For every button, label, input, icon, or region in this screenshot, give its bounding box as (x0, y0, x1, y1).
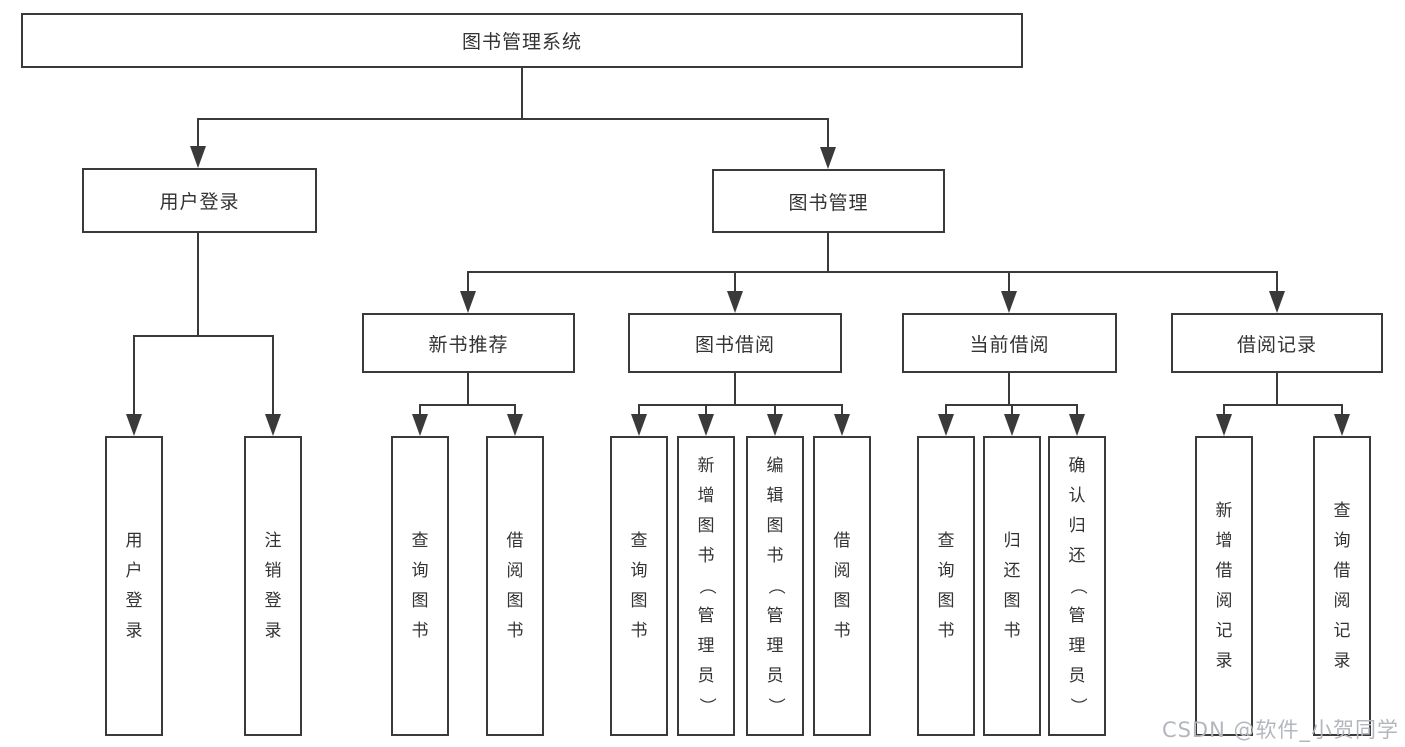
leaf-add-borrow-record: 新增借阅记录 (1195, 436, 1253, 736)
arrow-down-icon (727, 291, 743, 313)
connector-line (419, 404, 516, 406)
node-label: 图书管理 (788, 191, 869, 214)
node-label: 借阅图书 (833, 531, 851, 641)
connector-line (827, 233, 829, 271)
arrow-down-icon (631, 414, 647, 436)
node-new-book-recommend: 新书推荐 (362, 313, 575, 373)
node-label: 借阅记录 (1236, 333, 1317, 356)
connector-line (197, 118, 829, 120)
node-root-system: 图书管理系统 (21, 13, 1023, 68)
node-label: 查询图书 (937, 531, 955, 641)
arrow-down-icon (460, 291, 476, 313)
connector-line (827, 118, 829, 147)
arrow-down-icon (698, 414, 714, 436)
connector-line (1341, 404, 1343, 414)
connector-line (705, 404, 707, 414)
connector-line (774, 404, 776, 414)
arrow-down-icon (938, 414, 954, 436)
arrow-down-icon (834, 414, 850, 436)
leaf-borrow-books: 借阅图书 (486, 436, 544, 736)
connector-line (197, 118, 199, 146)
leaf-borrow-books: 借阅图书 (813, 436, 871, 736)
leaf-query-books: 查询图书 (391, 436, 449, 736)
csdn-watermark: CSDN @软件_小贺同学 (1161, 718, 1399, 742)
arrow-down-icon (412, 414, 428, 436)
node-label: 注销登录 (264, 531, 282, 641)
node-label: 用户登录 (159, 191, 240, 213)
connector-line (467, 373, 469, 404)
arrow-down-icon (820, 147, 836, 169)
node-label: 图书借阅 (694, 333, 775, 356)
connector-line (133, 335, 135, 414)
arrow-down-icon (767, 414, 783, 436)
leaf-confirm-return-admin: 确认归还（管理员） (1048, 436, 1106, 736)
connector-line (1276, 373, 1278, 404)
node-label: 新增图书（管理员） (696, 456, 716, 715)
node-label: 新书推荐 (428, 333, 509, 356)
leaf-return-books: 归还图书 (983, 436, 1041, 736)
leaf-query-borrow-record: 查询借阅记录 (1313, 436, 1371, 736)
connector-line (1008, 373, 1010, 404)
arrow-down-icon (1216, 414, 1232, 436)
node-label: 查询借阅记录 (1333, 501, 1351, 671)
connector-line (133, 335, 274, 337)
leaf-query-books: 查询图书 (610, 436, 668, 736)
connector-line (419, 404, 421, 414)
arrow-down-icon (1269, 291, 1285, 313)
connector-line (1011, 404, 1013, 414)
connector-line (1076, 404, 1078, 414)
node-label: 查询图书 (411, 531, 429, 641)
connector-line (1008, 271, 1010, 291)
node-label: 编辑图书（管理员） (765, 456, 785, 715)
connector-line (1276, 271, 1278, 291)
arrow-down-icon (1004, 414, 1020, 436)
arrow-down-icon (1069, 414, 1085, 436)
connector-line (734, 271, 736, 291)
leaf-query-books: 查询图书 (917, 436, 975, 736)
node-label: 当前借阅 (969, 333, 1050, 356)
arrow-down-icon (1334, 414, 1350, 436)
leaf-edit-books-admin: 编辑图书（管理员） (746, 436, 804, 736)
arrow-down-icon (507, 414, 523, 436)
connector-line (638, 404, 640, 414)
node-label: 确认归还（管理员） (1067, 456, 1087, 715)
node-borrow-records: 借阅记录 (1171, 313, 1383, 373)
connector-line (841, 404, 843, 414)
connector-line (197, 233, 199, 335)
connector-line (945, 404, 947, 414)
connector-line (521, 68, 523, 118)
connector-line (638, 404, 843, 406)
connector-line (272, 335, 274, 414)
arrow-down-icon (1001, 291, 1017, 313)
leaf-logout: 注销登录 (244, 436, 302, 736)
leaf-add-books-admin: 新增图书（管理员） (677, 436, 735, 736)
connector-line (734, 373, 736, 404)
arrow-down-icon (190, 146, 206, 168)
node-user-login: 用户登录 (82, 168, 317, 233)
node-current-borrow: 当前借阅 (902, 313, 1117, 373)
node-label: 图书管理系统 (461, 31, 582, 53)
connector-line (1223, 404, 1225, 414)
connector-line (514, 404, 516, 414)
node-book-management: 图书管理 (712, 169, 945, 233)
connector-line (467, 271, 469, 291)
node-label: 查询图书 (630, 531, 648, 641)
arrow-down-icon (265, 414, 281, 436)
connector-line (1223, 404, 1343, 406)
connector-line (467, 271, 1278, 273)
node-book-borrow: 图书借阅 (628, 313, 842, 373)
node-label: 归还图书 (1003, 531, 1021, 641)
node-label: 用户登录 (125, 531, 143, 641)
node-label: 借阅图书 (506, 531, 524, 641)
node-label: 新增借阅记录 (1215, 501, 1233, 671)
leaf-user-login: 用户登录 (105, 436, 163, 736)
arrow-down-icon (126, 414, 142, 436)
